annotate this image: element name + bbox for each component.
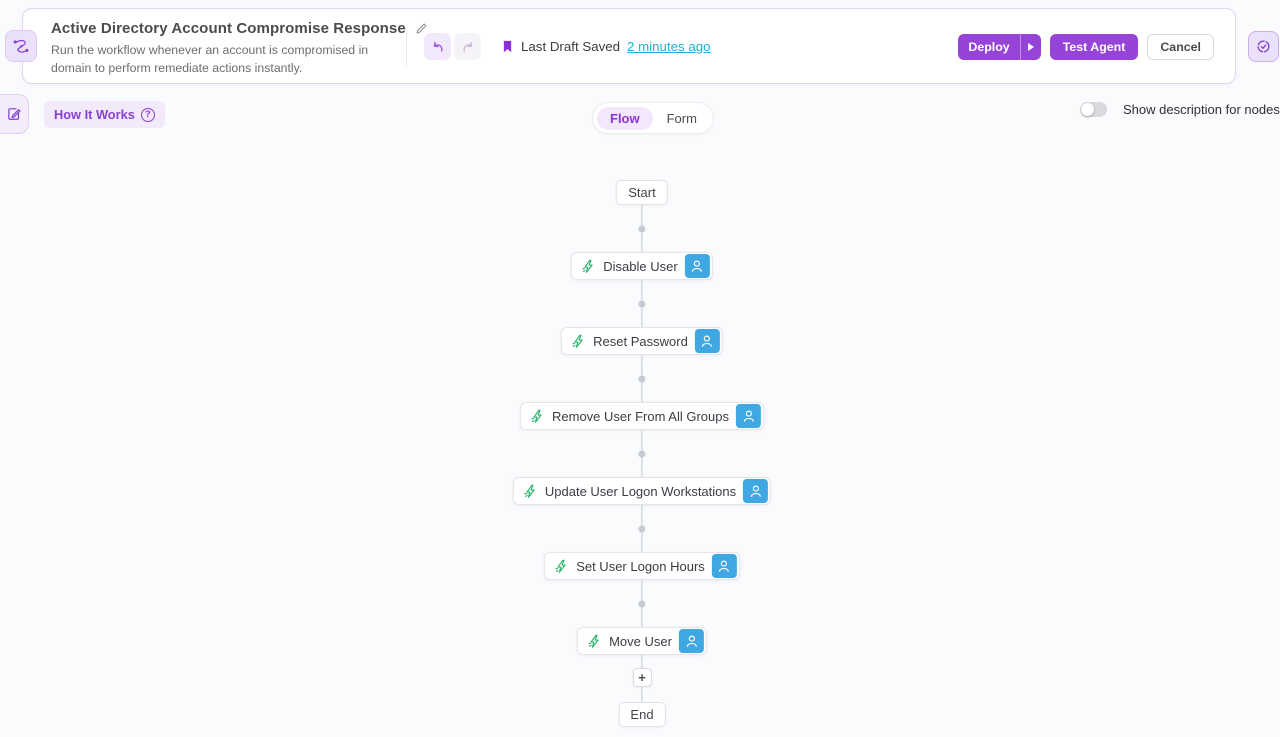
node-label: Update User Logon Workstations bbox=[544, 483, 737, 499]
note-edit-icon bbox=[6, 106, 22, 122]
last-draft-time-link[interactable]: 2 minutes ago bbox=[627, 39, 711, 54]
node-label: Disable User bbox=[603, 258, 678, 274]
view-mode-switcher: Flow Form bbox=[592, 102, 714, 134]
header-divider bbox=[406, 27, 407, 67]
user-badge[interactable] bbox=[694, 329, 720, 353]
how-it-works-label: How It Works bbox=[54, 107, 135, 122]
connector bbox=[638, 430, 646, 477]
connector bbox=[641, 655, 643, 668]
node-label: Set User Logon Hours bbox=[576, 558, 705, 574]
bookmark-icon bbox=[501, 39, 514, 54]
flow-node-set-user-logon-hours[interactable]: Set User Logon Hours bbox=[544, 552, 740, 580]
connector bbox=[638, 505, 646, 552]
user-badge[interactable] bbox=[743, 479, 769, 503]
zap-icon bbox=[581, 259, 596, 274]
end-node[interactable]: End bbox=[618, 702, 666, 727]
zap-icon bbox=[571, 334, 586, 349]
user-badge[interactable] bbox=[678, 629, 704, 653]
flow-node-move-user[interactable]: Move User bbox=[577, 627, 707, 655]
deploy-options-arrow[interactable] bbox=[1019, 34, 1041, 60]
workflow-icon bbox=[11, 36, 31, 56]
draft-status: Last Draft Saved 2 minutes ago bbox=[501, 39, 711, 54]
node-label: Reset Password bbox=[593, 333, 688, 349]
test-agent-button[interactable]: Test Agent bbox=[1049, 34, 1139, 60]
workflow-title: Active Directory Account Compromise Resp… bbox=[51, 20, 406, 37]
redo-icon bbox=[460, 39, 476, 55]
connector bbox=[638, 580, 646, 627]
connector-dot bbox=[638, 225, 646, 232]
zap-icon bbox=[530, 409, 545, 424]
approval-panel-tab[interactable] bbox=[1248, 31, 1279, 62]
zap-icon bbox=[523, 484, 538, 499]
deploy-label[interactable]: Deploy bbox=[968, 40, 1010, 54]
redo-button[interactable] bbox=[454, 33, 481, 60]
connector bbox=[638, 205, 646, 252]
start-node[interactable]: Start bbox=[616, 180, 668, 205]
last-draft-label: Last Draft Saved bbox=[521, 39, 621, 54]
user-badge[interactable] bbox=[711, 554, 737, 578]
connector-dot bbox=[638, 300, 646, 307]
deploy-button[interactable]: Deploy bbox=[958, 34, 1041, 60]
how-it-works-button[interactable]: How It Works ? bbox=[44, 101, 165, 128]
user-badge[interactable] bbox=[736, 404, 761, 428]
notes-panel-tab[interactable] bbox=[0, 94, 29, 134]
flow-node-reset-password[interactable]: Reset Password bbox=[561, 327, 723, 355]
approval-check-icon bbox=[1255, 38, 1272, 55]
tab-form[interactable]: Form bbox=[666, 110, 697, 126]
connector bbox=[638, 355, 646, 402]
node-label: Move User bbox=[609, 633, 672, 649]
edit-title-icon[interactable] bbox=[415, 22, 428, 35]
cancel-button[interactable]: Cancel bbox=[1147, 34, 1214, 60]
flow-node-update-user-logon-workstations[interactable]: Update User Logon Workstations bbox=[512, 477, 772, 505]
flow-node-remove-user-from-all-groups[interactable]: Remove User From All Groups bbox=[520, 402, 764, 430]
zap-icon bbox=[554, 559, 569, 574]
connector-dot bbox=[638, 525, 646, 532]
user-badge[interactable] bbox=[684, 254, 710, 278]
show-description-toggle[interactable] bbox=[1080, 102, 1107, 117]
undo-icon bbox=[430, 39, 446, 55]
tab-flow[interactable]: Flow bbox=[597, 106, 653, 130]
undo-button[interactable] bbox=[424, 33, 451, 60]
flow-canvas: Start Disable User bbox=[512, 180, 772, 727]
header-actions: Deploy Test Agent Cancel bbox=[958, 34, 1214, 60]
flow-node-disable-user[interactable]: Disable User bbox=[571, 252, 713, 280]
connector bbox=[641, 687, 643, 702]
connector bbox=[638, 280, 646, 327]
title-block: Active Directory Account Compromise Resp… bbox=[51, 20, 428, 78]
workflow-header: Active Directory Account Compromise Resp… bbox=[22, 8, 1236, 84]
add-node-button[interactable]: + bbox=[632, 668, 652, 687]
node-label: Remove User From All Groups bbox=[552, 408, 729, 424]
play-triangle-icon bbox=[1027, 43, 1034, 51]
connector-dot bbox=[638, 600, 646, 607]
connector-dot bbox=[638, 450, 646, 457]
node-description-setting: Show description for nodes bbox=[1080, 102, 1280, 117]
workflow-subtitle: Run the workflow whenever an account is … bbox=[51, 43, 369, 76]
workflow-panel-tab[interactable] bbox=[5, 30, 37, 62]
connector-dot bbox=[638, 375, 646, 382]
zap-icon bbox=[587, 634, 602, 649]
question-circle-icon: ? bbox=[140, 107, 155, 122]
show-description-label: Show description for nodes bbox=[1123, 102, 1280, 117]
